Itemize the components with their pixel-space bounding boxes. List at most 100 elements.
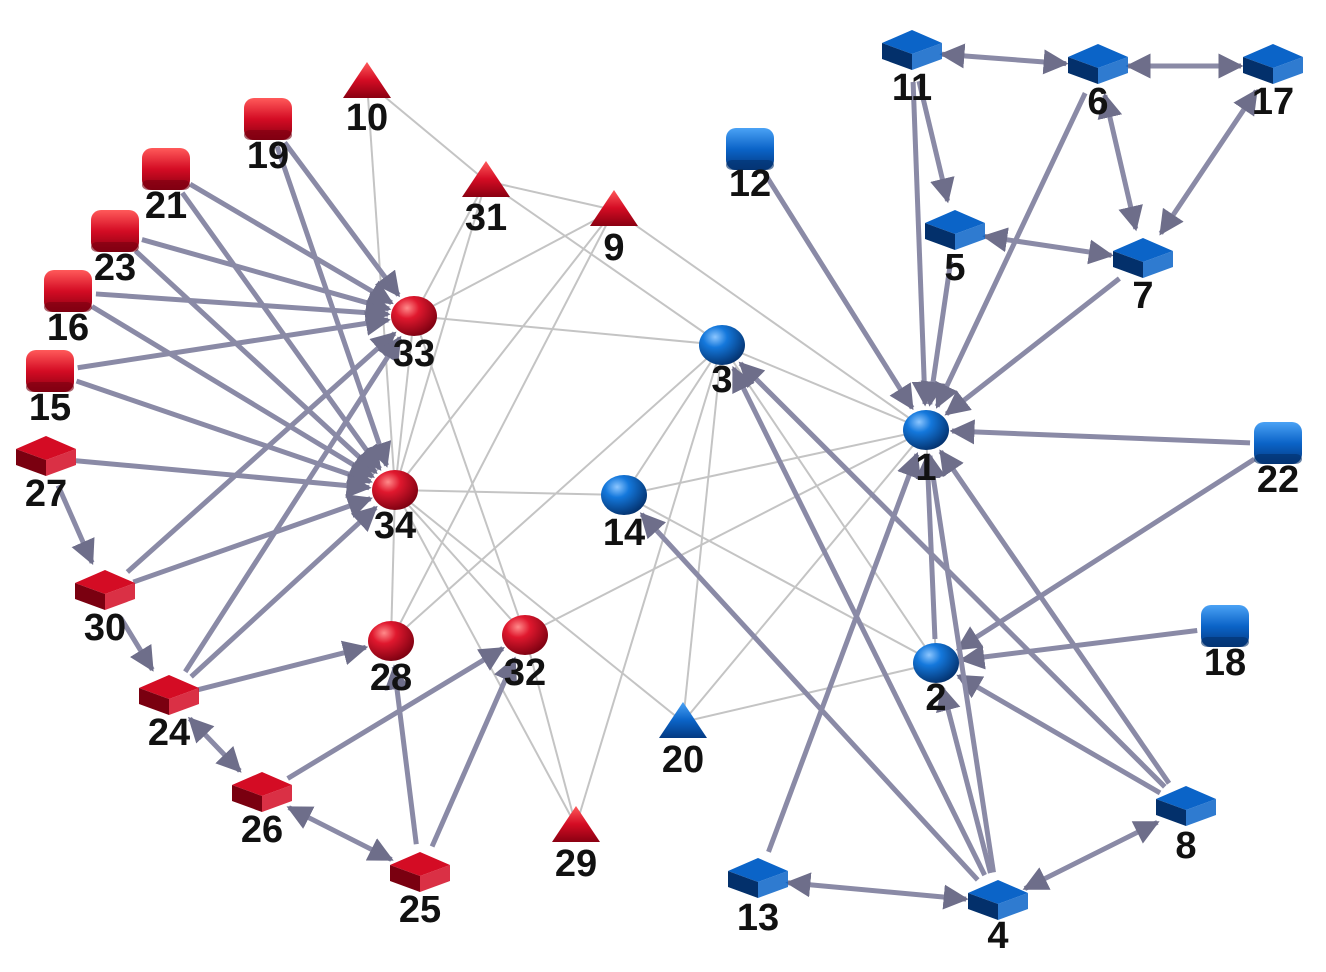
arrow-16-to-33 <box>95 291 391 326</box>
label-node-5: 5 <box>944 247 965 289</box>
node-18-cylinder[interactable] <box>1201 605 1249 647</box>
arrow-4-to-2 <box>936 685 993 874</box>
label-node-14: 14 <box>603 512 645 554</box>
node-1-sphere[interactable] <box>903 410 949 450</box>
label-node-7: 7 <box>1132 275 1153 317</box>
node-16-cylinder[interactable] <box>44 270 92 312</box>
label-node-18: 18 <box>1204 642 1246 684</box>
node-34-sphere[interactable] <box>372 470 418 510</box>
node-25-cube[interactable] <box>390 852 450 892</box>
label-node-17: 17 <box>1252 81 1294 123</box>
node-26-cube[interactable] <box>232 772 292 812</box>
arrow-18-to-2 <box>959 627 1198 670</box>
node-28-sphere[interactable] <box>368 621 414 661</box>
arrow-4-and-8 <box>1022 820 1160 891</box>
edge-20-1 <box>682 429 927 723</box>
arrow-8-to-3 <box>738 361 1167 789</box>
node-8-cube[interactable] <box>1156 786 1216 826</box>
label-node-20: 20 <box>662 739 704 781</box>
label-node-15: 15 <box>29 387 71 429</box>
node-17-cube[interactable] <box>1243 44 1303 84</box>
node-4-cube[interactable] <box>968 880 1028 920</box>
node-labels: 1234567891011121314151617181920212223242… <box>25 67 1299 957</box>
arrow-30-to-24 <box>118 616 155 672</box>
edge-9-1 <box>613 209 927 431</box>
label-node-30: 30 <box>84 607 126 649</box>
node-20-triangle[interactable] <box>659 702 707 738</box>
node-27-cube[interactable] <box>16 436 76 476</box>
edge-20-2 <box>682 662 937 723</box>
arrow-22-to-2 <box>955 456 1256 652</box>
arrow-15-to-33 <box>77 311 391 371</box>
node-13-cube[interactable] <box>728 858 788 898</box>
node-32-sphere[interactable] <box>502 615 548 655</box>
arrow-2-to-1 <box>915 453 941 640</box>
label-node-23: 23 <box>94 247 136 289</box>
node-2-sphere[interactable] <box>913 643 959 683</box>
label-node-27: 27 <box>25 473 67 515</box>
node-23-cylinder[interactable] <box>91 210 139 252</box>
arrow-30-to-34 <box>132 494 373 585</box>
node-14-sphere[interactable] <box>601 475 647 515</box>
arrow-26-and-25 <box>286 805 394 862</box>
label-node-16: 16 <box>47 307 89 349</box>
arrow-17-and-7 <box>1158 88 1259 236</box>
arrow-24-to-28 <box>197 640 369 693</box>
arrow-11-to-1 <box>910 81 937 407</box>
edge-33-32 <box>413 315 526 636</box>
node-22-cylinder[interactable] <box>1254 422 1302 464</box>
node-5-cube[interactable] <box>925 210 985 250</box>
node-24-cube[interactable] <box>139 675 199 715</box>
node-9-triangle[interactable] <box>590 190 638 226</box>
label-node-29: 29 <box>555 843 597 885</box>
arrow-24-to-34 <box>189 505 378 679</box>
edge-32-1 <box>524 429 927 636</box>
label-node-11: 11 <box>892 67 932 109</box>
plain-edges <box>366 81 937 827</box>
edge-3-1 <box>721 344 927 431</box>
node-30-cube[interactable] <box>75 570 135 610</box>
label-node-32: 32 <box>504 652 546 694</box>
node-21-cylinder[interactable] <box>142 148 190 190</box>
edge-3-29 <box>575 344 723 827</box>
label-node-25: 25 <box>399 889 441 931</box>
label-node-13: 13 <box>737 897 779 939</box>
arrow-8-to-2 <box>956 673 1162 796</box>
arrow-6-and-7 <box>1097 92 1143 232</box>
label-node-3: 3 <box>711 359 732 401</box>
label-node-19: 19 <box>247 135 289 177</box>
edge-9-34 <box>394 209 615 491</box>
node-7-cube[interactable] <box>1113 238 1173 278</box>
node-33-sphere[interactable] <box>391 296 437 336</box>
nodes <box>16 30 1303 920</box>
edge-14-1 <box>623 429 927 496</box>
label-node-1: 1 <box>915 447 936 489</box>
arrow-13-to-1 <box>766 452 921 853</box>
arrow-23-to-34 <box>133 249 378 475</box>
edge-14-2 <box>623 494 937 664</box>
node-12-cylinder[interactable] <box>726 128 774 170</box>
edge-29-32 <box>524 634 577 827</box>
node-10-triangle[interactable] <box>343 62 391 98</box>
arrow-24-to-33 <box>183 335 403 674</box>
node-29-triangle[interactable] <box>552 806 600 842</box>
edge-9-33 <box>413 209 615 317</box>
arrow-23-to-33 <box>141 237 392 315</box>
label-node-28: 28 <box>370 657 412 699</box>
node-15-cylinder[interactable] <box>26 350 74 392</box>
node-6-cube[interactable] <box>1068 44 1128 84</box>
arrow-25-to-28 <box>384 664 419 845</box>
label-node-12: 12 <box>729 163 771 205</box>
label-node-4: 4 <box>987 915 1008 957</box>
arrow-19-to-34 <box>274 145 392 468</box>
node-11-cube[interactable] <box>882 30 942 70</box>
arrow-24-and-26 <box>187 716 242 773</box>
arrow-7-to-1 <box>944 276 1121 416</box>
edge-3-20 <box>682 344 723 723</box>
node-3-sphere[interactable] <box>699 325 745 365</box>
edge-33-34 <box>394 315 415 491</box>
label-node-26: 26 <box>241 809 283 851</box>
node-19-cylinder[interactable] <box>244 98 292 140</box>
node-31-triangle[interactable] <box>462 161 510 197</box>
